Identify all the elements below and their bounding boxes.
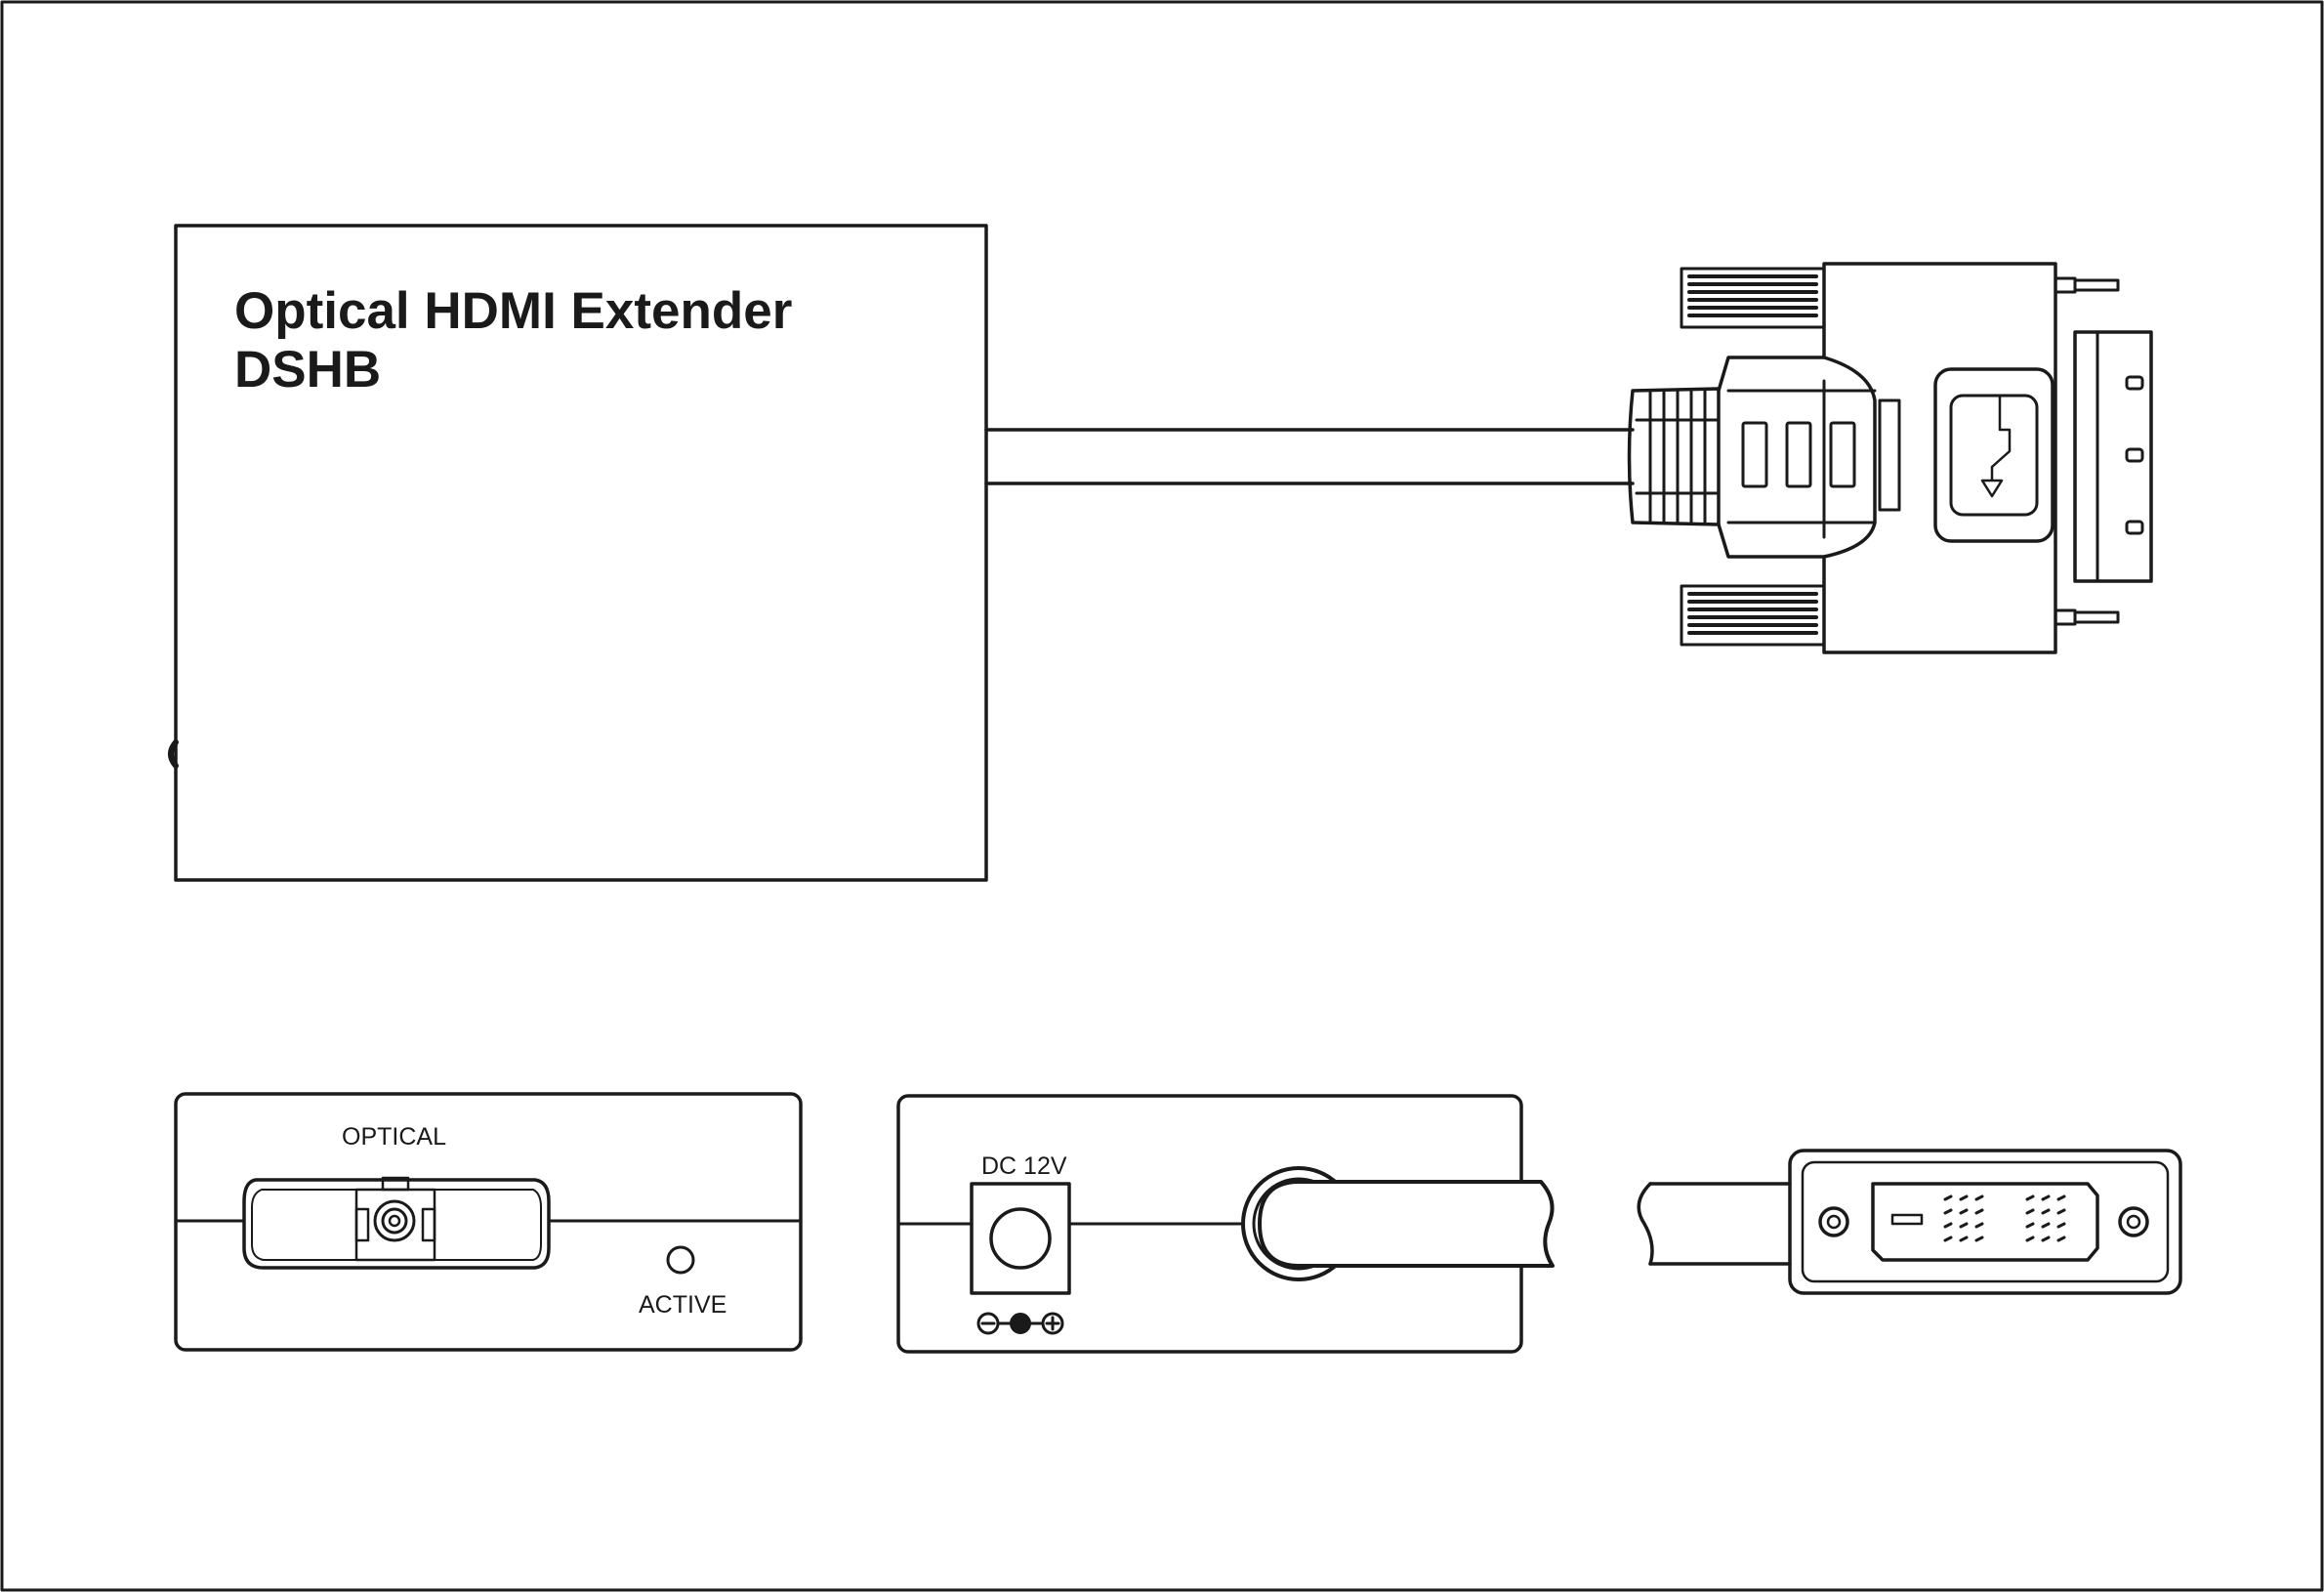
dvi-plug-end-view [1637, 1149, 2182, 1295]
screw-tip-bottom-end [2073, 610, 2120, 624]
dvi-plug-top-view [1627, 262, 2153, 654]
optical-connector-housing [242, 1178, 551, 1270]
optical-port [373, 1199, 416, 1242]
side-notch [168, 739, 179, 769]
thumb-screw-bottom [1680, 584, 1826, 647]
rear-cable [1258, 1180, 1555, 1268]
screw-tip-top-end [2073, 278, 2120, 292]
dvi-logo-plate [1933, 367, 2054, 543]
screw-tip-bottom [2054, 608, 2077, 626]
screw-hole-left [1818, 1206, 1849, 1237]
dvi-flat-blade [1890, 1213, 1924, 1226]
extender-body [168, 224, 988, 882]
dvi-pins-right-group [2025, 1194, 2066, 1242]
front-panel [174, 1092, 803, 1352]
pin-hole [2125, 375, 2144, 391]
dvi-logo-icon [1980, 394, 2012, 498]
optical-label: OPTICAL [342, 1123, 446, 1151]
pin-hole [2125, 520, 2144, 535]
dvi-pins-left-group [1943, 1194, 1984, 1242]
dvi-logo-frame [1949, 394, 2039, 517]
dvi-pin-block [2073, 330, 2153, 583]
pin-hole [2125, 447, 2144, 463]
device-title-line2: DSHB [234, 341, 381, 398]
dc-12v-label: DC 12V [981, 1152, 1067, 1180]
screw-tip-top [2054, 276, 2077, 294]
active-label: ACTIVE [639, 1291, 726, 1319]
grip-slot [1829, 421, 1856, 488]
thumb-screw-top [1680, 267, 1826, 329]
grip-slot [1741, 421, 1768, 488]
dc-power-jack [970, 1182, 1071, 1295]
screw-hole-right [2118, 1206, 2149, 1237]
rear-panel [896, 1094, 1555, 1354]
grip-slot [1785, 421, 1812, 488]
connector-cable [984, 428, 1635, 485]
dvi-pin-field [1871, 1182, 2099, 1262]
device-title-line1: Optical HDMI Extender [234, 282, 792, 340]
active-led [666, 1245, 695, 1275]
polarity-symbol [976, 1312, 1064, 1335]
grip-bar [1878, 398, 1901, 512]
